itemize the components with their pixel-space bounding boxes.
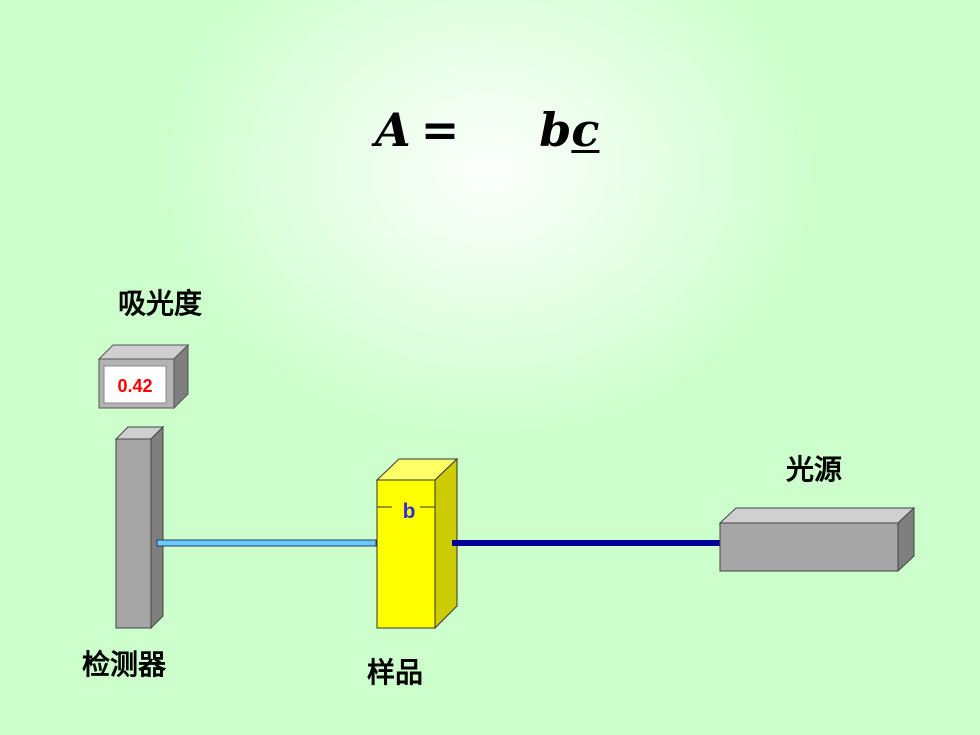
- path-length-label: b: [402, 500, 416, 523]
- incident-light-beam: [452, 540, 720, 546]
- equation-equals-sign: =: [420, 103, 460, 157]
- sample-label: 样品: [367, 656, 424, 689]
- light-source-block: [718, 506, 916, 573]
- equation-concentration-symbol: c: [571, 103, 600, 157]
- detector-block: [114, 425, 165, 630]
- transmitted-light-beam: [156, 539, 377, 547]
- sample-cell: [375, 457, 459, 630]
- beer-lambert-equation: A= bc: [375, 100, 599, 160]
- absorbance-reading: 0.42: [117, 376, 153, 396]
- meter-display: [103, 365, 167, 404]
- light-source-label: 光源: [786, 453, 843, 486]
- absorbance-meter: [97, 343, 190, 410]
- equation-path-length-symbol: b: [539, 103, 572, 157]
- equation-absorbance-symbol: A: [375, 103, 411, 157]
- detector-label: 检测器: [82, 648, 167, 681]
- absorbance-label: 吸光度: [118, 287, 203, 320]
